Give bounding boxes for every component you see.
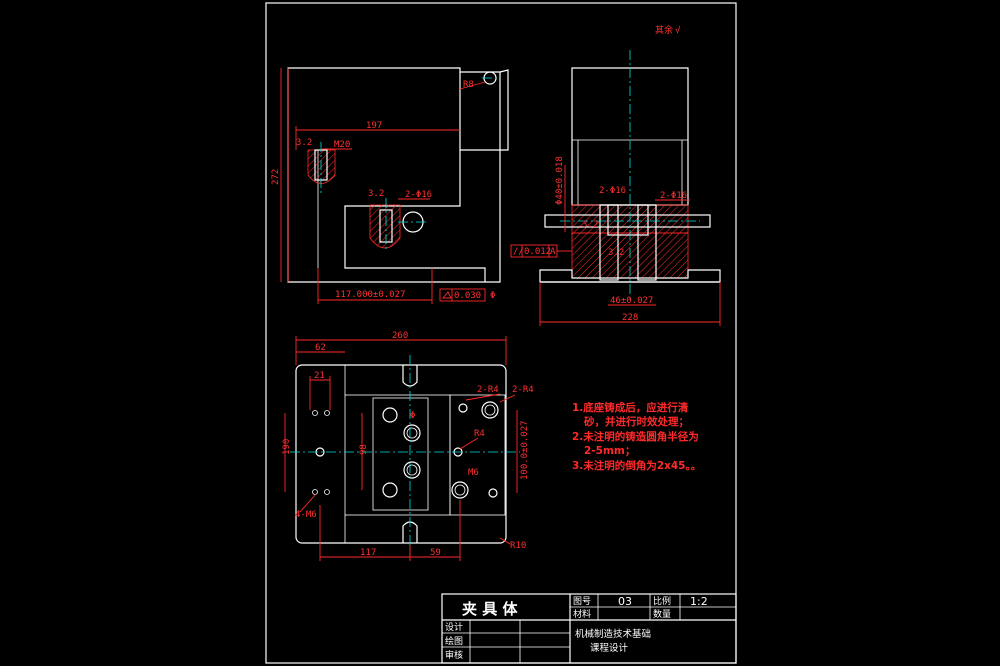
technical-notes: 1.底座铸成后，应进行清 砂，并进行时效处理； 2.未注明的铸造圆角半径为 2-… — [572, 401, 701, 472]
drawing-no-label: 图号 — [573, 596, 591, 607]
scale-value: 1:2 — [690, 595, 708, 608]
dim-3-2-top: 3.2 — [296, 138, 312, 148]
dim-M20: M20 — [334, 140, 350, 150]
part-name: 夹 具 体 — [462, 600, 518, 618]
dim-62: 62 — [315, 343, 326, 353]
dim-M6: M6 — [468, 468, 479, 478]
dim-2-phi16-front: 2-Φ16 — [405, 190, 432, 200]
dim-3-2-side-b: 3.2 — [608, 248, 624, 258]
draw-label: 绘图 — [445, 635, 463, 647]
parallel-tolerance: 0.012 — [524, 247, 551, 257]
title-block: 夹 具 体 图号 03 比例 1:2 材料 数量 设计 绘图 审核 机械制造技术… — [441, 593, 737, 664]
dim-phi40: Φ40±0.018 — [555, 156, 565, 205]
dim-117-front: 117.000±0.027 — [335, 290, 405, 300]
note-line-2: 砂，并进行时效处理； — [583, 415, 689, 428]
flatness-value: 0.030 — [454, 291, 481, 301]
dim-3-2-side: 3.2 — [582, 220, 598, 230]
dim-2-R4-b: 2-R4 — [512, 385, 534, 395]
note-line-5: 3.未注明的倒角为2x45。。 — [572, 459, 701, 472]
dim-R4: R4 — [474, 429, 485, 439]
dim-2-phi16-side-b: 2-Φ16 — [660, 191, 687, 201]
roughness-symbol: √ — [675, 25, 681, 36]
dim-3-2-mid: 3.2 — [368, 189, 384, 199]
drawing-no: 03 — [618, 595, 632, 608]
dim-2-R4-a: 2-R4 — [477, 385, 499, 395]
dim-21: 21 — [314, 371, 325, 381]
dim-117-top: 117 — [360, 548, 376, 558]
roughness-mark: 其余 √ — [655, 24, 681, 36]
side-view: Φ40±0.018 2-Φ16 2-Φ16 3.2 3.2 // 0.012 A… — [510, 50, 721, 326]
dim-272: 272 — [271, 169, 281, 185]
course-title-1: 机械制造技术基础 — [575, 628, 651, 640]
dim-59: 59 — [430, 548, 441, 558]
flatness-ref: Φ — [490, 291, 495, 301]
top-view: 260 62 21 190 98 Φ 2-R4 2-R4 R4 M6 4-M6 … — [282, 331, 534, 561]
dim-100: 100.0±0.027 — [520, 420, 530, 480]
dim-98: 98 — [359, 444, 369, 455]
dim-260: 260 — [392, 331, 408, 341]
course-title-2: 课程设计 — [590, 642, 629, 654]
dim-phi-top: Φ — [410, 411, 415, 421]
drawing-border — [265, 2, 737, 664]
quantity-label: 数量 — [653, 608, 671, 620]
material-label: 材料 — [573, 608, 591, 620]
dim-R8: R8 — [463, 80, 474, 90]
svg-text://: // — [513, 247, 524, 257]
note-line-3: 2.未注明的铸造圆角半径为 — [572, 430, 699, 443]
design-label: 设计 — [445, 621, 463, 633]
scale-label: 比例 — [653, 595, 671, 607]
roughness-label: 其余 — [655, 24, 673, 36]
dim-2-phi16-side: 2-Φ16 — [599, 186, 626, 196]
datum-A: A — [550, 247, 556, 257]
dim-197: 197 — [366, 121, 382, 131]
note-line-1: 1.底座铸成后，应进行清 — [572, 401, 689, 414]
note-line-4: 2-5mm； — [584, 445, 635, 457]
dim-190: 190 — [282, 439, 292, 455]
dim-228: 228 — [622, 313, 638, 323]
dim-4-M6: 4-M6 — [295, 510, 317, 520]
review-label: 审核 — [445, 649, 463, 661]
front-view: 272 197 R8 3.2 M20 3.2 2-Φ16 117.000±0.0… — [271, 67, 509, 304]
dim-R10: R10 — [510, 541, 526, 551]
dim-46: 46±0.027 — [610, 296, 653, 306]
